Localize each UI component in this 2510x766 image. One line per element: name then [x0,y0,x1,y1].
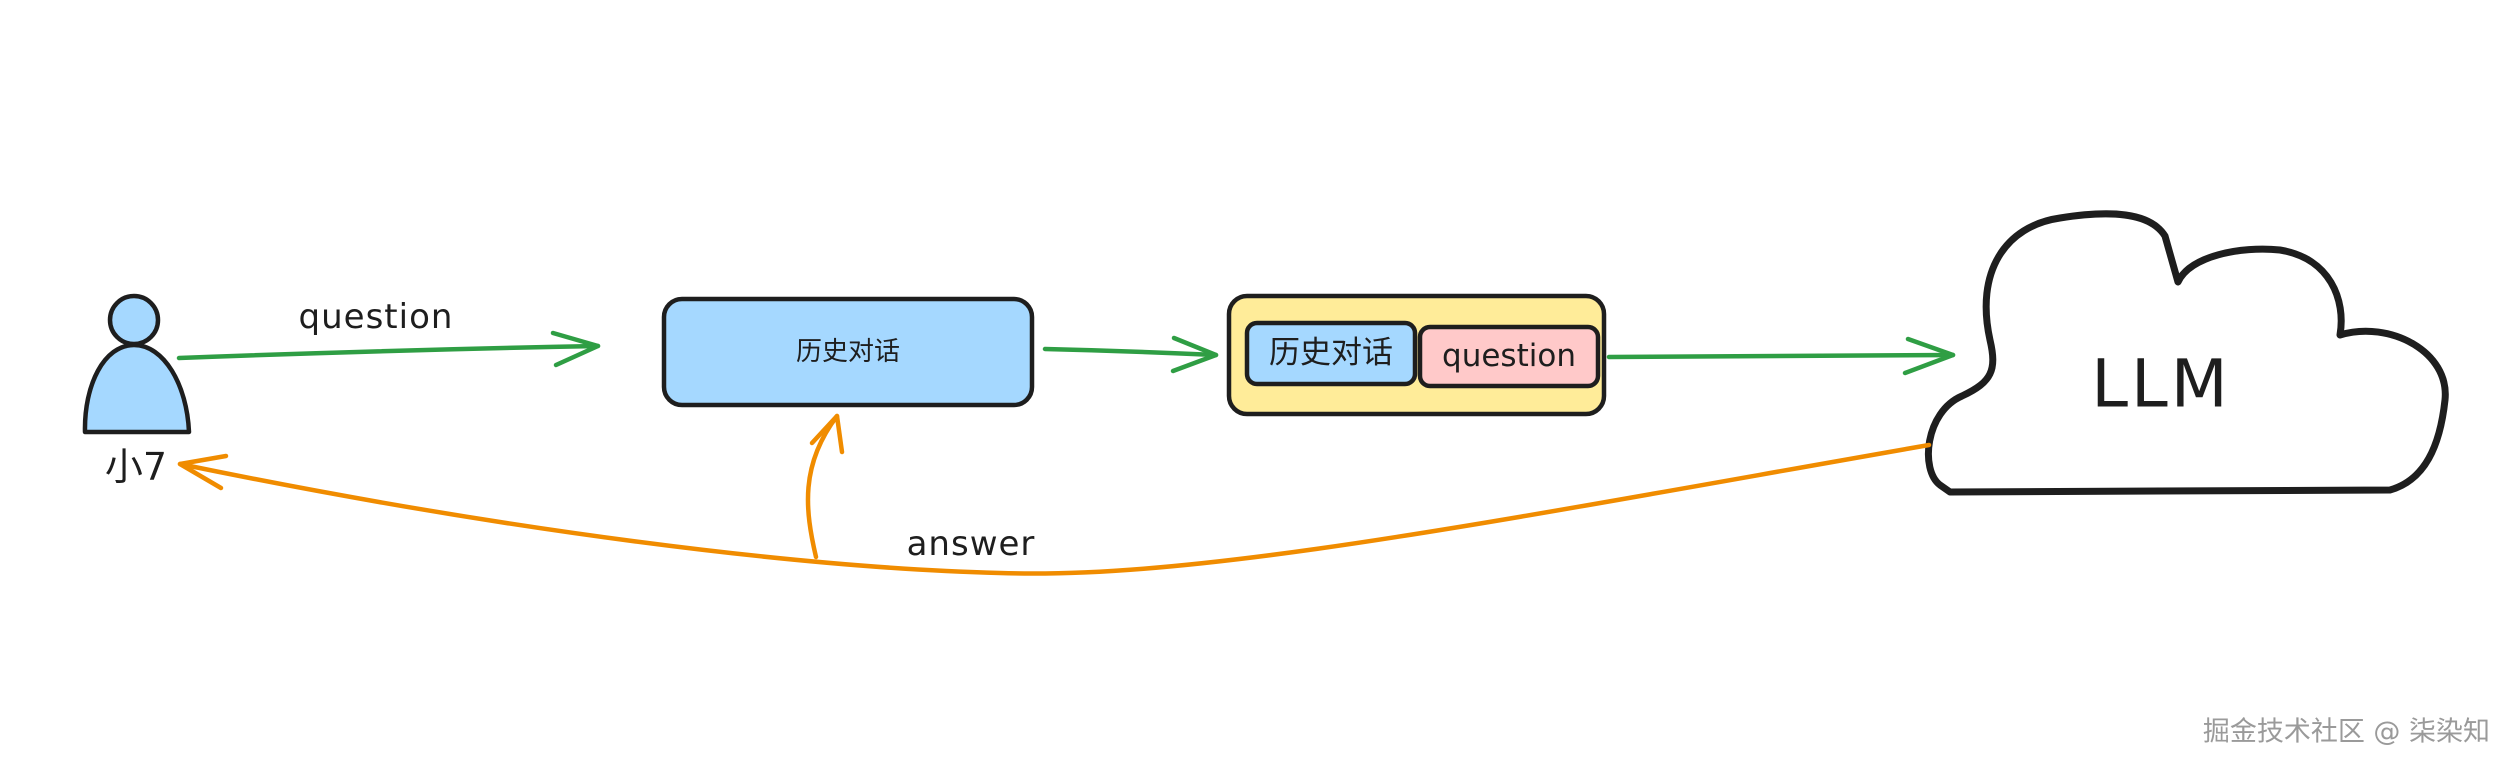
edge-user-to-history [176,330,601,368]
edge-prompt-to-llm [1606,336,1956,376]
edge-shaft [177,442,1932,576]
person-icon-body [82,342,192,435]
prompt-node: 历史对话 question [1226,293,1607,417]
arrowhead-icon [809,413,845,455]
edge-shaft [805,413,840,560]
prompt-history-chip [1244,320,1418,387]
edge-shaft [1042,346,1219,358]
user-label: 小7 [105,445,167,489]
watermark-text: 掘金技术社区 @ 柒染知 [2203,717,2490,748]
history-node: 历史对话 [661,296,1035,408]
llm-node: LLM [1925,210,2449,496]
edge-llm-to-user [177,442,1932,576]
arrowhead-icon [1170,335,1219,374]
edge-shaft [176,343,601,361]
prompt-question-chip [1417,324,1601,389]
prompt-question-label: question [1442,338,1576,374]
arrowhead-icon [1902,336,1956,376]
cloud-icon [1925,210,2449,496]
person-icon-head [107,293,161,347]
user-node: 小7 [82,293,192,489]
edge-shaft [1606,352,1956,360]
prompt-history-label: 历史对话 [1269,335,1393,371]
arrowhead-icon [550,330,601,368]
arrowhead-icon [177,453,229,491]
history-box [661,296,1035,408]
edge-history-to-prompt [1042,335,1219,374]
answer-edge-label: answer [907,524,1036,564]
question-edge-label: question [299,297,454,337]
history-label: 历史对话 [796,337,900,367]
llm-label: LLM [2091,346,2231,423]
edge-answer-to-history [805,413,845,560]
